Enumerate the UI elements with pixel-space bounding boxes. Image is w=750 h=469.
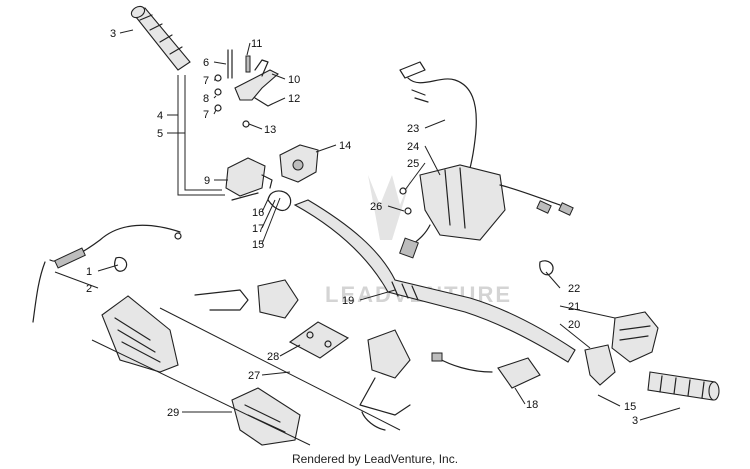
callout-22: 22 (568, 283, 580, 295)
callout-19: 19 (342, 295, 354, 307)
left-switch-housing[interactable] (225, 157, 273, 201)
credit-text: Rendered by LeadVenture, Inc. (291, 452, 459, 466)
callout-27: 27 (248, 370, 260, 382)
callout-20: 20 (568, 319, 580, 331)
callout-1: 1 (86, 266, 92, 278)
callout-25: 25 (407, 158, 419, 170)
callout-9: 9 (204, 175, 210, 187)
left-grip[interactable] (129, 4, 191, 71)
callout-16: 16 (252, 207, 264, 219)
callout-13: 13 (264, 124, 276, 136)
callout-12: 12 (288, 93, 300, 105)
callout-5: 5 (157, 128, 163, 140)
callout-7: 7 (203, 75, 209, 87)
handguards[interactable] (101, 295, 301, 446)
callout-15: 15 (624, 401, 636, 413)
callouts: 3 6 7 8 7 11 10 12 13 4 5 14 9 16 17 15 … (86, 28, 638, 427)
handguard-mounts[interactable] (194, 279, 411, 431)
callout-4: 4 (157, 110, 163, 122)
callout-3: 3 (110, 28, 116, 40)
callout-26: 26 (370, 201, 382, 213)
wire-harness[interactable] (399, 61, 574, 259)
callout-11: 11 (251, 38, 262, 50)
callout-28: 28 (267, 351, 279, 363)
callout-2: 2 (86, 283, 92, 295)
callout-24: 24 (407, 141, 419, 153)
callout-14: 14 (339, 140, 351, 152)
callout-21: 21 (568, 301, 580, 313)
right-switch-housing[interactable] (539, 260, 659, 386)
callout-8: 8 (203, 93, 209, 105)
throttle-cable[interactable] (32, 224, 182, 323)
bracket-4-5 (177, 75, 225, 196)
callout-29: 29 (167, 407, 179, 419)
callout-3: 3 (632, 415, 638, 427)
callout-10: 10 (288, 74, 300, 86)
callout-17: 17 (252, 223, 264, 235)
callout-15: 15 (252, 239, 264, 251)
callout-7: 7 (203, 109, 209, 121)
leader-lines (54, 29, 681, 421)
grip-heater[interactable] (431, 352, 541, 389)
brake-lever[interactable] (214, 49, 279, 128)
callout-6: 6 (203, 57, 209, 69)
handlebar[interactable] (293, 199, 576, 363)
right-grip[interactable] (647, 371, 720, 401)
callout-18: 18 (526, 399, 538, 411)
bracket-27-29 (91, 307, 401, 446)
throttle-switch[interactable] (267, 144, 319, 212)
callout-23: 23 (407, 123, 419, 135)
